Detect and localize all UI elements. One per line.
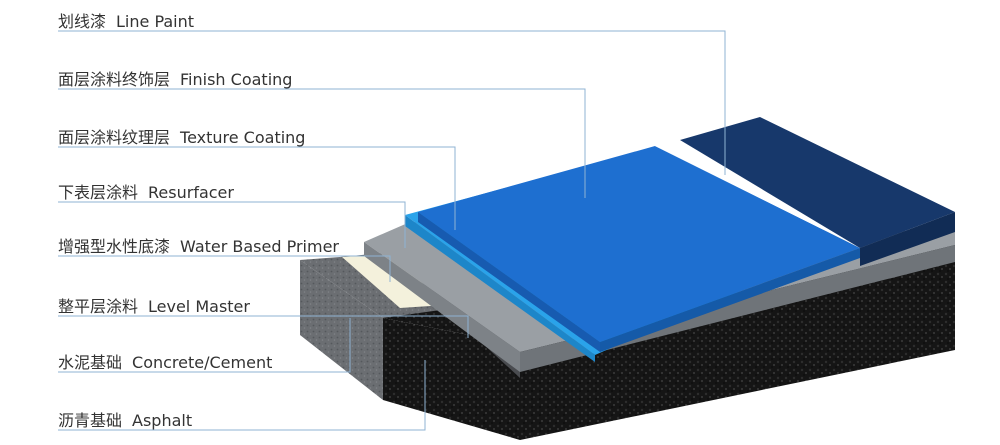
line-paint-right [860, 212, 955, 266]
finish-coating-right [600, 248, 860, 352]
leader-line-paint [58, 30, 726, 175]
leader-level-master [58, 315, 469, 338]
leader-lines [58, 30, 726, 431]
leader-water-primer [58, 255, 391, 282]
line-paint-top [680, 117, 955, 248]
leader-asphalt [58, 360, 426, 431]
leader-texture-coating [58, 146, 456, 230]
layer-stack [300, 117, 955, 440]
texture-coating-front [405, 215, 595, 362]
resurfacer-front [364, 242, 520, 372]
leader-resurfacer [58, 201, 406, 248]
concrete-base-front [300, 260, 383, 400]
leader-finish-coating [58, 88, 586, 198]
leader-concrete [58, 318, 351, 373]
finish-coating-top [418, 146, 860, 342]
finish-coating-front [418, 212, 600, 352]
